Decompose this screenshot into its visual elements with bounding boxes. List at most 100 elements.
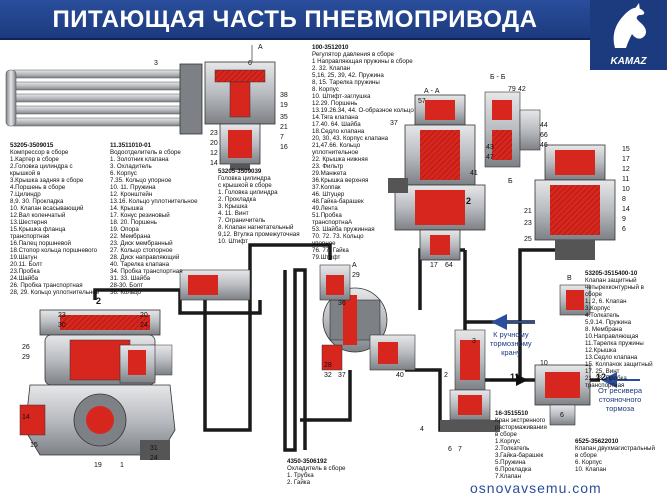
water-separator-item: 18. 20. Поршень [110,219,158,226]
callout-3: 3 [154,60,158,67]
section-label-v: В [567,275,572,282]
double-valve-item: в сборе [575,452,597,459]
double-valve-item: Клапан двухмагистральный [575,445,655,452]
callout-47: 47 [486,154,494,161]
cylinder-head-item: 9,12. Втулка промежуточная [218,231,300,238]
regulator-item: 18.Седло клапана [312,128,365,135]
compressor-item: 7.Цилиндр [10,191,41,198]
protection-valve-item: 3.Корпус [585,305,611,312]
callout-29-comp: 29 [22,354,30,361]
callout-24b-comp: 24 [150,455,158,462]
callout-7: 7 [280,134,284,141]
cylinder-head-item: Головка цилиндра [218,175,271,182]
callout-36-mid: 36 [338,300,346,307]
callout-14: 14 [210,160,218,167]
regulator-item: 49.Лента [312,205,338,212]
double-valve-parts-list: 6525-35622010 Клапан двухмагистральный в… [575,438,655,473]
protection-valve-item: 10.Направляющая [585,333,639,340]
regulator-item: 79.Штифт [312,254,341,261]
drain-tap-number: 16-3515510 [495,410,529,417]
drain-tap-parts-list: 16-3515510 Кран экстренного растормажива… [495,410,547,480]
callout-30-comp: 30 [58,322,66,329]
compressor-item: крышкой в [10,170,41,177]
compressor-item: 26. Пробка транспортная [10,282,83,289]
callout-6-tap: 6 [448,446,452,453]
water-separator-item: 10. 11. Пружина [110,184,156,191]
callout-15-comp: 15 [30,442,38,449]
compressor-drawing [19,269,251,460]
cooler-number: 4350-3506192 [287,458,327,465]
water-separator-item: 7.35. Кольцо упорное [110,177,172,184]
compressor-item: 23.Пробка [10,268,40,275]
water-separator-item: 6. Корпус [110,170,137,177]
callout-4-tap: 4 [420,426,424,433]
cylinder-head-item: 7. Ограничитель [218,217,266,224]
regulator-item: Регулятор давления в сборе [312,51,394,58]
drain-tap-item: растормаживания [495,424,547,431]
protection-valve-item: транспортная [585,382,625,389]
callout-44: 44 [540,122,548,129]
callout-79: 79 [508,86,516,93]
callout-12-dv: 12 [596,372,607,382]
compressor-item: 28, 29. Кольцо уплотнительное [10,289,100,296]
callout-28-mid: 28 [324,362,332,369]
cooler-item: 1. Трубка [287,472,314,479]
water-separator-item: 12. Кронштейн [110,191,153,198]
compressor-number: 53205-3509015 [10,142,54,149]
protection-valve-item: 13.Седло клапана [585,354,638,361]
callout-9-pv: 9 [622,216,626,223]
kamaz-logo: KAMAZ [590,0,667,70]
callout-11-dv: 11 [510,372,520,382]
regulator-item: 37.Колпак [312,184,341,191]
protection-valve-item: Клапан защитный [585,277,637,284]
pressure-regulator-drawing [388,94,486,261]
callout-24-comp: 24 [140,322,148,329]
callout-46: 46 [540,142,548,149]
protection-valve-item: 21. 23. Пробка [585,375,627,382]
regulator-item: транспортнаА [312,219,353,226]
callout-6-pv: 6 [622,226,626,233]
cylinder-head-item: 3. Крышка [218,203,248,210]
water-separator-item: 19. Опора [110,226,139,233]
drain-tap-item: 1.Корпус [495,438,521,445]
double-valve-drawing [534,364,591,426]
regulator-item: 5,16, 25, 39, 42. Пружина [312,72,384,79]
water-separator-item: 23. Диск мембранный [110,240,173,247]
protection-valve-number: 53205-3515400-10 [585,270,638,277]
callout-32-mid: 32 [324,372,332,379]
callout-37-mid: 37 [338,372,346,379]
regulator-item: 76. 77. Гайка [312,247,349,254]
section-label-bb: Б - Б [490,74,506,81]
callout-37: 37 [390,120,398,127]
compressor-item: 16.Палец поршневой [10,240,71,247]
callout-20: 20 [210,140,218,147]
compressor-item: 20.11. Болт [10,261,43,268]
page-title: ПИТАЮЩАЯ ЧАСТЬ ПНЕВМОПРИВОДА [52,6,538,33]
regulator-item: 8. Корпус [312,86,339,93]
compressor-item: 18.Стопор кольца поршневого [10,247,98,254]
callout-66: 66 [540,132,548,139]
water-separator-number: 11.3511010-01 [110,142,151,149]
callout-8-pv: 8 [622,196,626,203]
regulator-item: 10. Штифт-заглушка [312,93,371,100]
water-separator-item: 40. Тарелка клапана [110,261,170,268]
callout-29-mid: 29 [352,272,360,279]
drain-tap-item: 2.Толкатель [495,445,530,452]
double-valve-number: 6525-35622010 [575,438,619,445]
compressor-item: 2.Головка цилиндра с [10,163,73,170]
callout-10-pv: 10 [622,186,630,193]
note-from-receiver: От ресивера стояночного тормоза [598,386,643,413]
regulator-item: 70. 72. 73. Кольцо [312,233,364,240]
regulator-item: 8, 15. Тарелка пружины [312,79,380,86]
cooler-item: Охладитель в сборе [287,465,346,472]
callout-2-tap: 2 [444,372,448,379]
water-separator-item: 3. Охладитель [110,163,152,170]
cooler-item: 2. Гайка [287,479,311,486]
protection-valve-item: 17. 25. Винт [585,368,620,375]
compressor-item: транспортная [10,233,50,240]
water-separator-drawing [319,264,416,371]
callout-23-comp: 23 [58,312,66,319]
protection-valve-drawing [534,144,616,316]
callout-6: 6 [248,60,252,67]
